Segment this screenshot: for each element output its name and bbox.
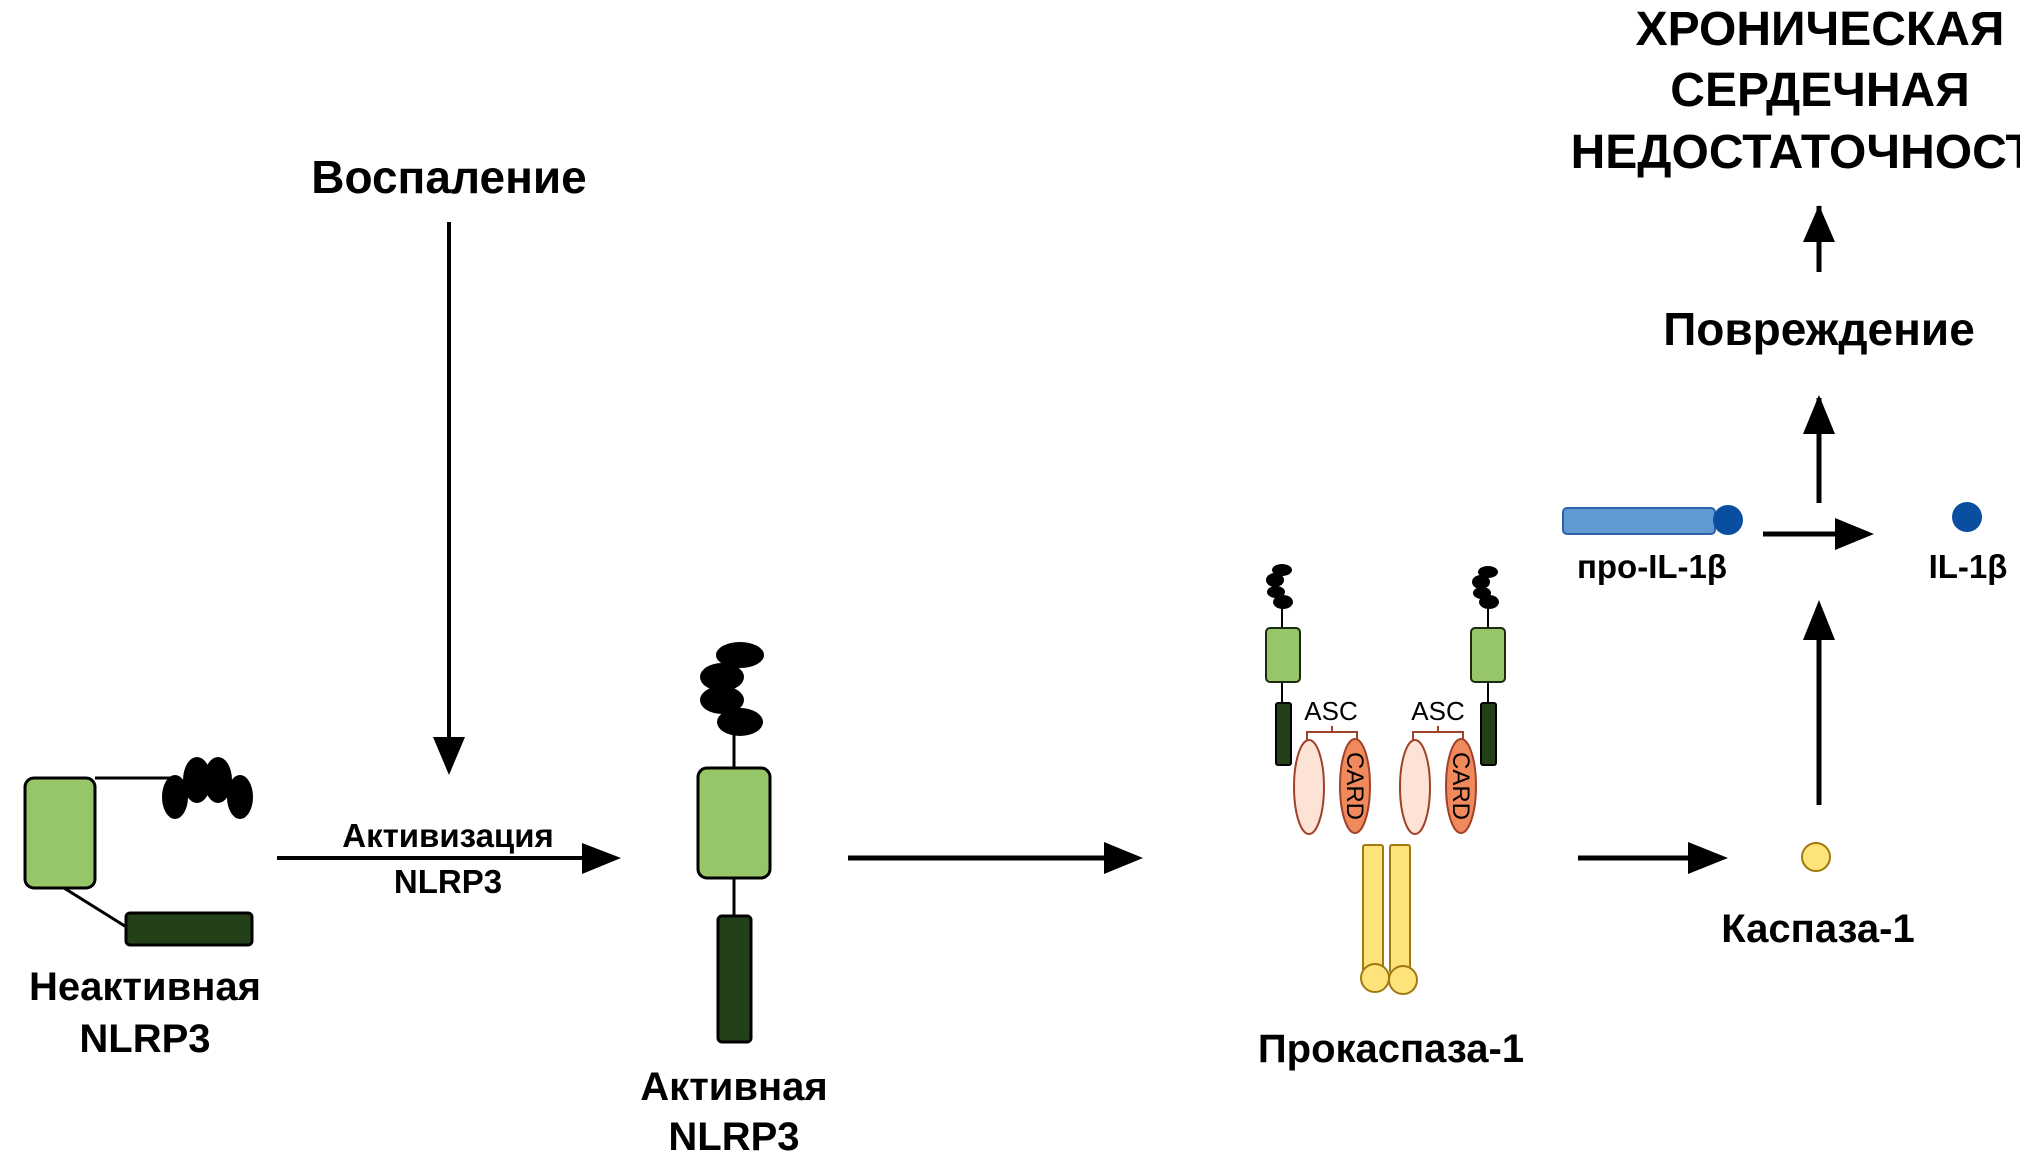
asc-pyd [1399,739,1431,835]
il1b: IL-1β [1929,502,2008,585]
pro-il1b-bar [1562,507,1716,535]
arrow-head [1688,842,1728,874]
outcome-chronic-heart-failure: ХРОНИЧЕСКАЯ СЕРДЕЧНАЯ НЕДОСТАТОЧНОСТЬ [1571,3,2020,179]
outcome-line-1: ХРОНИЧЕСКАЯ [1636,3,2005,56]
nacht-domain [23,776,97,890]
arrow-caspase-to-cleavage [1803,600,1835,805]
pyd-domain [162,757,253,819]
arrow-cleavage-to-damage [1803,395,1835,503]
pro-il1b: про-IL-1β [1562,505,1743,585]
arrow-procaspase-to-caspase [1578,842,1728,874]
inactive-nlrp3: Неактивная NLRP3 [23,757,261,1061]
asc-card [1445,738,1477,834]
procaspase-1 [1360,844,1418,995]
linker-line [63,886,129,930]
caspase-1: Каспаза-1 [1721,842,1915,951]
lrr-domain [1480,702,1497,766]
arrow-head [1803,600,1835,640]
asc-left-label: ASC [1304,696,1357,726]
lrr-domain [716,914,753,1044]
activation-label-2: NLRP3 [394,863,502,900]
outcome-line-2: СЕРДЕЧНАЯ [1670,64,1969,117]
arrow-head [582,843,621,874]
asc-right-label: ASC [1411,696,1464,726]
procaspase-bar-left [1362,844,1384,974]
damage-label: Повреждение [1663,303,1975,355]
lrr-domain [124,911,254,947]
arrow-head [1835,518,1874,550]
arrow-head [433,737,465,775]
inflammation-label: Воспаление [311,151,587,203]
inactive-nlrp3-label-2: NLRP3 [79,1017,210,1061]
outcome-line-3: НЕДОСТАТОЧНОСТЬ [1571,126,2020,179]
inactive-nlrp3-label-1: Неактивная [29,965,261,1009]
nacht-domain [1470,627,1506,683]
asc-left: ASC CARD [1293,696,1371,835]
pyd-domain [1266,564,1293,609]
nlrp3-right [1470,566,1506,766]
procaspase-head-left [1360,963,1390,993]
nacht-domain [1265,627,1301,683]
nacht-domain [696,766,772,880]
active-nlrp3: Активная NLRP3 [640,642,828,1159]
arrow-head [1803,205,1835,242]
il1b-label: IL-1β [1929,548,2008,585]
asc-right: ASC CARD [1399,696,1477,835]
caspase-1-label: Каспаза-1 [1721,907,1914,951]
lrr-domain [1275,702,1292,766]
il1b-dot [1952,502,1982,532]
asc-bracket [1412,726,1464,740]
pyd-domain [1472,566,1499,609]
arrow-activation: Активизация NLRP3 [277,817,621,900]
procaspase-label: Прокаспаза-1 [1258,1027,1524,1071]
asc-bracket [1306,726,1358,740]
arrow-active-to-inflammasome [848,842,1143,874]
activation-label-1: Активизация [342,817,554,854]
nlrp3-left [1265,564,1301,766]
arrow-pro-il1b-to-il1b [1763,518,1874,550]
arrow-inflammation-down [433,222,465,775]
procaspase-bar-right [1389,844,1411,974]
pro-il1b-head [1713,505,1743,535]
active-nlrp3-label-2: NLRP3 [668,1115,799,1159]
arrow-head [1803,395,1835,434]
asc-pyd [1293,739,1325,835]
caspase-1-dot [1801,842,1831,872]
card-right-label: CARD [1447,752,1474,820]
asc-card [1339,738,1371,834]
inflammasome-complex: ASC CARD ASC CARD Прокаспаза-1 [1258,564,1524,1071]
active-nlrp3-label-1: Активная [640,1065,827,1109]
pro-il1b-label: про-IL-1β [1577,548,1727,585]
procaspase-head-right [1388,965,1418,995]
card-left-label: CARD [1341,752,1368,820]
arrow-head [1104,842,1143,874]
arrow-damage-to-chf [1803,205,1835,272]
pyd-domain [700,642,764,736]
